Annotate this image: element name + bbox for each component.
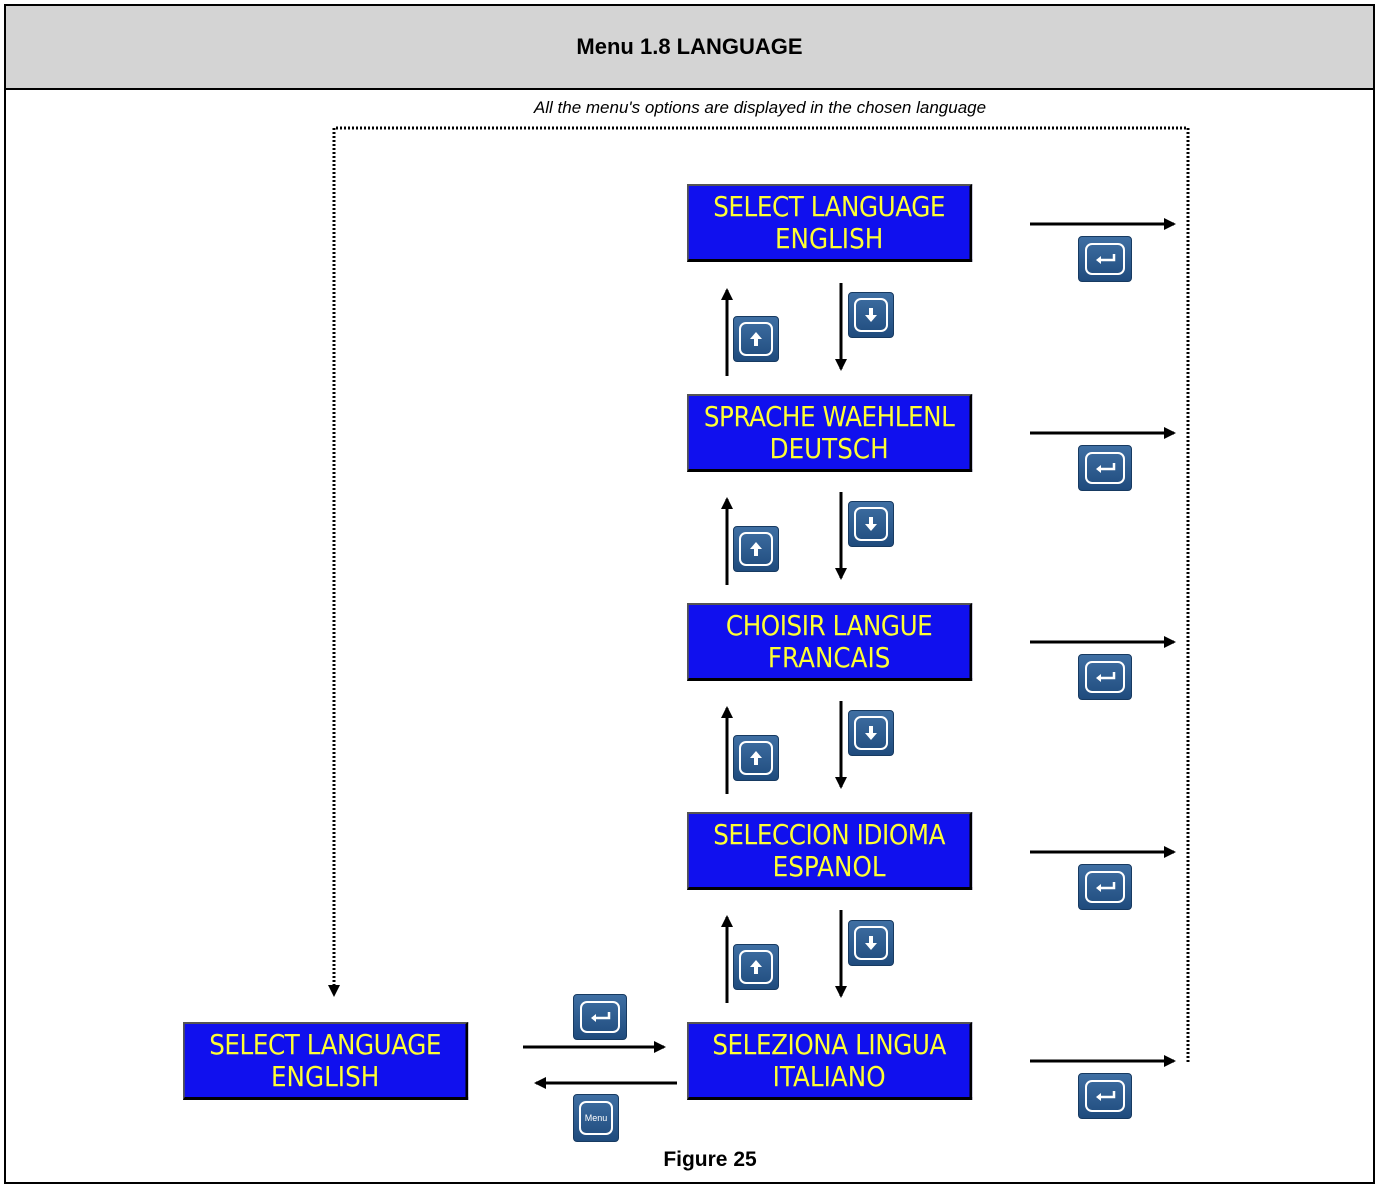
lcd-line2: ESPANOL bbox=[772, 849, 886, 883]
up-arrow-icon bbox=[750, 960, 762, 974]
lcd-line2: FRANCAIS bbox=[767, 640, 891, 674]
lcd-line1: CHOISIR LANGUE bbox=[725, 608, 933, 642]
down-key-2[interactable] bbox=[848, 501, 894, 547]
enter-key-5[interactable] bbox=[1078, 1073, 1132, 1119]
lcd-line2: DEUTSCH bbox=[769, 431, 889, 465]
enter-key-entry[interactable] bbox=[573, 994, 627, 1040]
up-key-2[interactable] bbox=[733, 526, 779, 572]
lcd-francais: CHOISIR LANGUE FRANCAIS bbox=[687, 603, 973, 681]
figure-frame bbox=[4, 4, 1375, 1184]
down-arrow-icon bbox=[865, 936, 877, 950]
lcd-line2: ITALIANO bbox=[772, 1059, 886, 1093]
down-key-4[interactable] bbox=[848, 920, 894, 966]
lcd-line1: SELEZIONA LINGUA bbox=[712, 1027, 946, 1061]
up-arrow-icon bbox=[750, 542, 762, 556]
enter-key-1[interactable] bbox=[1078, 236, 1132, 282]
lcd-entry-english: SELECT LANGUAGE ENGLISH bbox=[183, 1022, 469, 1100]
lcd-line1: SELECT LANGUAGE bbox=[713, 189, 946, 223]
enter-icon bbox=[591, 1012, 611, 1022]
enter-icon bbox=[1096, 882, 1116, 892]
enter-key-2[interactable] bbox=[1078, 445, 1132, 491]
enter-key-4[interactable] bbox=[1078, 864, 1132, 910]
down-arrow-icon bbox=[865, 517, 877, 531]
down-arrow-icon bbox=[865, 308, 877, 322]
enter-icon bbox=[1096, 254, 1116, 264]
language-note: All the menu's options are displayed in … bbox=[533, 98, 987, 117]
lcd-line1: SELECCION IDIOMA bbox=[713, 817, 946, 851]
menu-key-label: Menu bbox=[584, 1113, 608, 1123]
lcd-line1: SPRACHE WAEHLENL bbox=[703, 399, 955, 433]
up-key-1[interactable] bbox=[733, 316, 779, 362]
lcd-line1: SELECT LANGUAGE bbox=[209, 1027, 442, 1061]
menu-key[interactable]: Menu bbox=[573, 1094, 619, 1142]
up-arrow-icon bbox=[750, 332, 762, 346]
lcd-line2: ENGLISH bbox=[774, 221, 884, 255]
lcd-english: SELECT LANGUAGE ENGLISH bbox=[687, 184, 973, 262]
lcd-deutsch: SPRACHE WAEHLENL DEUTSCH bbox=[687, 394, 973, 472]
up-arrow-icon bbox=[750, 751, 762, 765]
lcd-line2: ENGLISH bbox=[270, 1059, 380, 1093]
lcd-espanol: SELECCION IDIOMA ESPANOL bbox=[687, 812, 973, 890]
enter-icon bbox=[1096, 463, 1116, 473]
down-key-1[interactable] bbox=[848, 292, 894, 338]
enter-icon bbox=[1096, 672, 1116, 682]
down-arrow-icon bbox=[865, 726, 877, 740]
up-key-3[interactable] bbox=[733, 735, 779, 781]
enter-icon bbox=[1096, 1091, 1116, 1101]
lcd-italiano: SELEZIONA LINGUA ITALIANO bbox=[687, 1022, 973, 1100]
figure-caption: Figure 25 bbox=[663, 1148, 757, 1171]
enter-key-3[interactable] bbox=[1078, 654, 1132, 700]
up-key-4[interactable] bbox=[733, 944, 779, 990]
down-key-3[interactable] bbox=[848, 710, 894, 756]
page-title: Menu 1.8 LANGUAGE bbox=[6, 6, 1373, 90]
